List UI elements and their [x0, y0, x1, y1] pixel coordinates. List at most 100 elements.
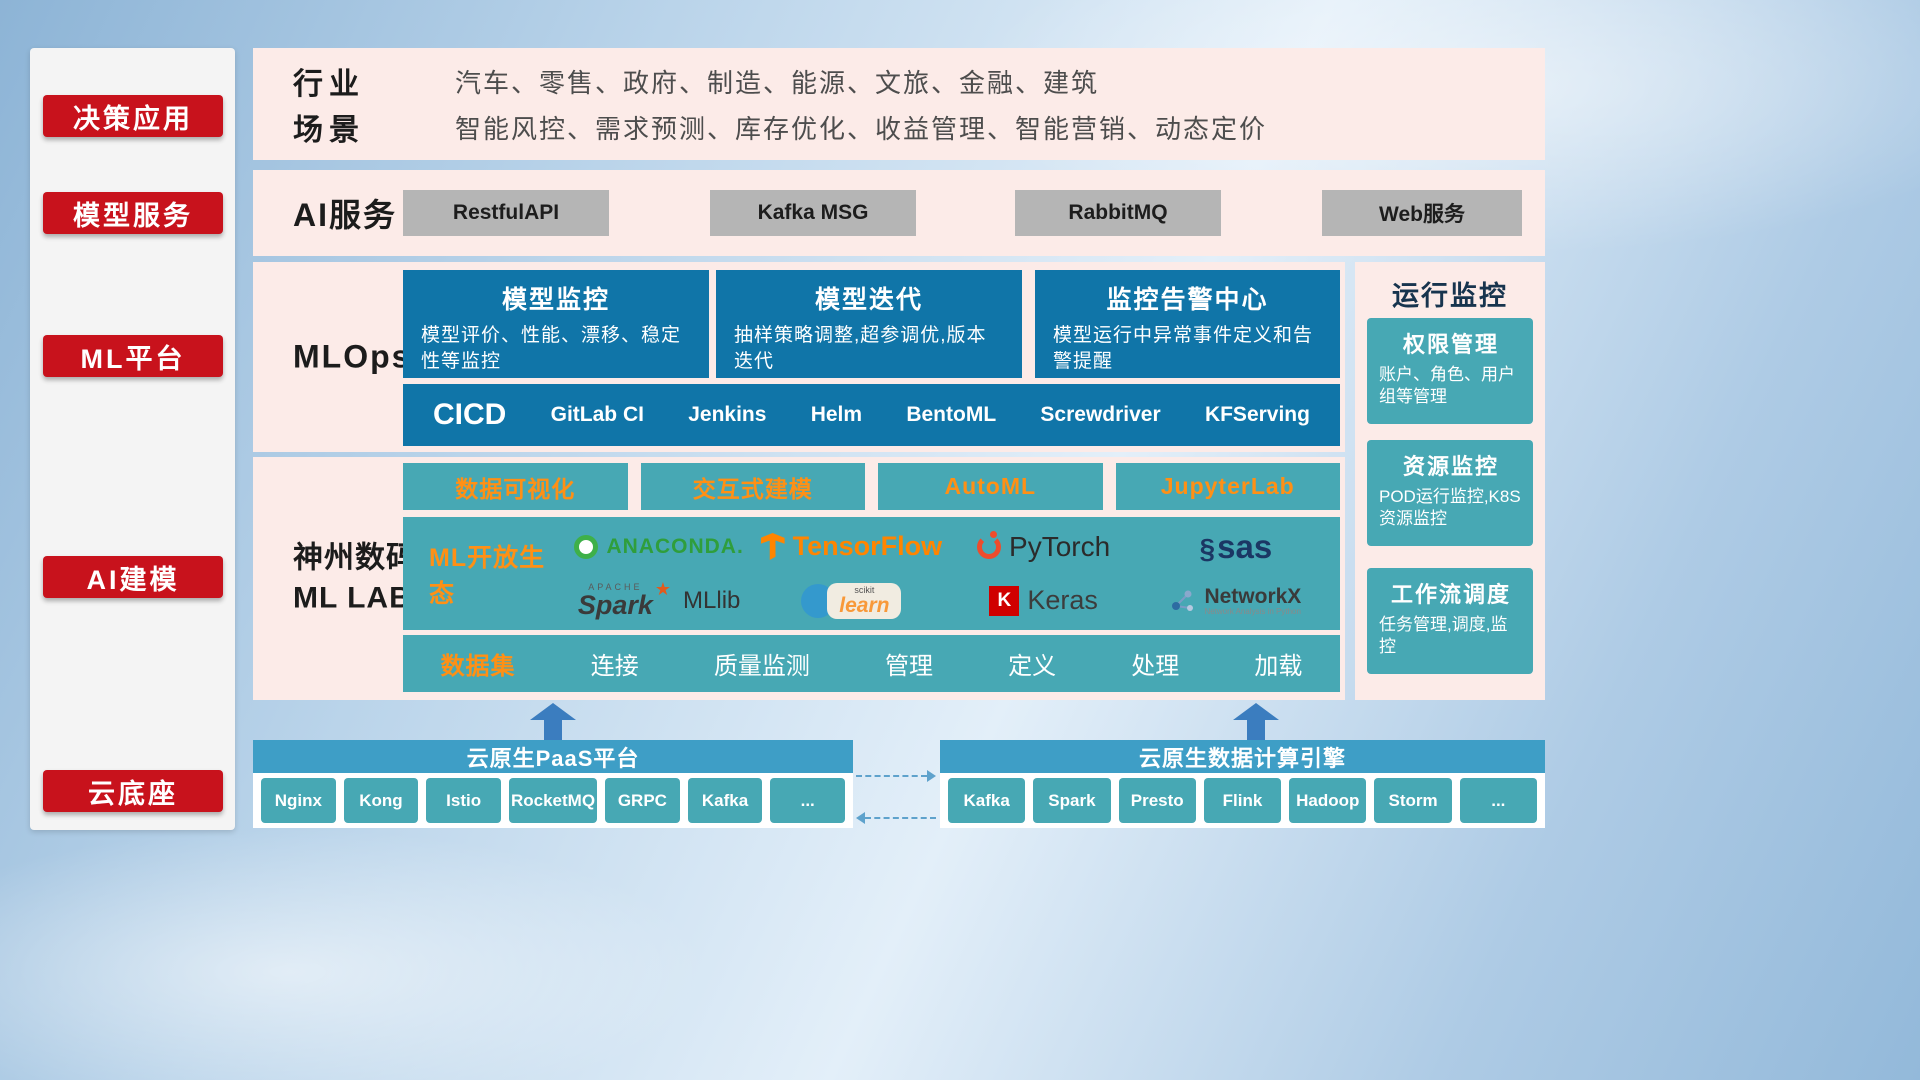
industry-scenario-panel: 行业 汽车、零售、政府、制造、能源、文旅、金融、建筑 场景 智能风控、需求预测、…: [253, 48, 1545, 160]
scikit-learn-wordmark: learn: [839, 593, 890, 617]
scikit-learn-badge: scikit learn: [827, 582, 902, 619]
rail-item-ml-platform: ML平台: [43, 335, 223, 377]
scenario-label: 场景: [293, 114, 365, 147]
spark-name: Spark: [577, 589, 653, 620]
chip-istio: Istio: [426, 778, 501, 823]
cicd-jenkins: Jenkins: [688, 403, 767, 426]
runtime-monitoring-panel: 运行监控 权限管理 账户、角色、用户组等管理 资源监控 POD运行监控,K8S资…: [1355, 262, 1545, 700]
industry-row: 行业 汽车、零售、政府、制造、能源、文旅、金融、建筑: [293, 58, 1545, 104]
dashed-arrow-right: [856, 770, 936, 782]
mlops-label: MLOps: [293, 338, 412, 375]
dataset-row: 数据集 连接 质量监测 管理 定义 处理 加载: [403, 635, 1340, 692]
dataset-process: 处理: [1131, 653, 1180, 680]
dashed-line: [856, 775, 927, 777]
mllib-wordmark: MLlib: [683, 586, 741, 614]
chip-more: ...: [1459, 778, 1537, 823]
runtime-monitoring-title: 运行监控: [1392, 281, 1508, 311]
cicd-screwdriver: Screwdriver: [1040, 403, 1161, 426]
scikit-small-label: scikit: [854, 584, 875, 595]
dataset-manage: 管理: [884, 653, 933, 680]
service-kafka-msg: Kafka MSG: [710, 190, 916, 236]
chip-flink: Flink: [1203, 778, 1282, 823]
scenario-value: 智能风控、需求预测、库存优化、收益管理、智能营销、动态定价: [455, 113, 1268, 144]
card-desc: 模型运行中异常事件定义和告警提醒: [1053, 325, 1314, 372]
chip-spark: Spark: [1033, 778, 1111, 823]
card-desc: POD运行监控,K8S资源监控: [1379, 487, 1521, 529]
card-title: 权限管理: [1402, 332, 1499, 357]
ml-lab-panel: 神州数码 ML LAB 数据可视化 交互式建模 AutoML JupyterLa…: [253, 457, 1345, 700]
chip-grpc: GRPC: [605, 778, 680, 823]
chip-kafka: Kafka: [687, 778, 763, 823]
left-rail: 决策应用 模型服务 ML平台 AI建模 云底座: [30, 48, 235, 830]
arrow-head: [530, 703, 576, 720]
up-arrow-data-engine: [1233, 703, 1279, 740]
networkx-name: NetworkX: [1204, 584, 1302, 608]
networkx-wordmark: NetworkX Network Analysis in Python: [1204, 585, 1301, 617]
tensorflow-wordmark: TensorFlow: [792, 531, 943, 561]
chip-hadoop: Hadoop: [1289, 778, 1367, 823]
rail-item-ai-modeling: AI建模: [43, 556, 223, 598]
spark-mllib-logo: APACHE Spark ★ MLlib: [563, 577, 755, 625]
scikit-learn-logo: scikit learn: [755, 577, 947, 625]
cicd-bentoml: BentoML: [906, 403, 997, 426]
pytorch-icon: [977, 530, 1002, 559]
arrow-head-right: [927, 770, 936, 782]
up-arrow-paas: [530, 703, 576, 740]
chip-more: ...: [770, 778, 846, 823]
anaconda-icon: [574, 534, 599, 559]
chip-nginx: Nginx: [261, 778, 336, 823]
keras-logo: K Keras: [948, 577, 1140, 625]
industry-label: 行业: [293, 68, 365, 101]
networkx-icon: [1172, 590, 1194, 611]
cicd-helm: Helm: [810, 403, 863, 426]
ml-open-ecosystem-title: ML开放生态: [429, 543, 546, 608]
card-permission-mgmt: 权限管理 账户、角色、用户组等管理: [1367, 318, 1533, 424]
dashed-line: [865, 817, 936, 819]
rail-item-cloud-base: 云底座: [43, 770, 223, 812]
ml-lab-label: 神州数码 ML LAB: [293, 538, 417, 619]
card-title: 模型迭代: [814, 286, 923, 314]
chip-kong: Kong: [343, 778, 419, 823]
chip-kafka: Kafka: [948, 778, 1026, 823]
ml-lab-label-line2: ML LAB: [293, 581, 412, 615]
networkx-subtitle: Network Analysis in Python: [1204, 606, 1301, 616]
service-restfulapi: RestfulAPI: [403, 190, 609, 236]
sas-logo: sas: [1140, 523, 1332, 571]
cicd-kfserving: KFServing: [1204, 403, 1310, 426]
card-title: 监控告警中心: [1106, 286, 1269, 314]
industry-value: 汽车、零售、政府、制造、能源、文旅、金融、建筑: [455, 67, 1100, 98]
paas-platform-bar: 云原生PaaS平台 Nginx Kong Istio RocketMQ GRPC…: [253, 740, 853, 828]
card-model-monitoring: 模型监控 模型评价、性能、漂移、稳定性等监控: [403, 270, 709, 378]
arrow-stem: [544, 720, 562, 740]
tool-automl: AutoML: [878, 463, 1103, 510]
tool-jupyterlab: JupyterLab: [1115, 463, 1340, 510]
ml-tools-row: 数据可视化 交互式建模 AutoML JupyterLab: [403, 463, 1340, 510]
pytorch-logo: PyTorch: [948, 523, 1140, 571]
dataset-connect: 连接: [590, 653, 639, 680]
spark-apache-label: APACHE: [588, 581, 643, 592]
keras-icon: K: [989, 585, 1020, 616]
keras-wordmark: Keras: [1027, 585, 1098, 615]
ml-open-ecosystem: ML开放生态 ANACONDA. TensorFlow PyTorch sas: [403, 517, 1340, 630]
card-workflow-scheduling: 工作流调度 任务管理,调度,监控: [1367, 568, 1533, 674]
card-resource-monitoring: 资源监控 POD运行监控,K8S资源监控: [1367, 440, 1533, 546]
card-desc: 任务管理,调度,监控: [1379, 615, 1508, 657]
card-title: 资源监控: [1402, 454, 1499, 479]
mlops-panel: MLOps 模型监控 模型评价、性能、漂移、稳定性等监控 模型迭代 抽样策略调整…: [253, 262, 1345, 452]
ml-lab-label-line1: 神州数码: [293, 541, 417, 574]
data-engine-bar: 云原生数据计算引擎 Kafka Spark Presto Flink Hadoo…: [940, 740, 1545, 828]
ai-service-panel: AI服务 RestfulAPI Kafka MSG RabbitMQ Web服务: [253, 170, 1545, 256]
chip-rocketmq: RocketMQ: [508, 778, 598, 823]
anaconda-logo: ANACONDA.: [563, 523, 755, 571]
card-alert-center: 监控告警中心 模型运行中异常事件定义和告警提醒: [1035, 270, 1340, 378]
chip-storm: Storm: [1374, 778, 1452, 823]
service-web: Web服务: [1322, 190, 1522, 236]
dataset-quality-check: 质量监测: [713, 653, 810, 680]
data-engine-chips: Kafka Spark Presto Flink Hadoop Storm ..…: [940, 773, 1545, 828]
rail-item-decision-apps: 决策应用: [43, 95, 223, 137]
dataset-define: 定义: [1008, 653, 1057, 680]
spark-star-icon: ★: [654, 578, 672, 599]
pytorch-wordmark: PyTorch: [1009, 530, 1111, 562]
cicd-bar: CICD GitLab CI Jenkins Helm BentoML Scre…: [403, 384, 1340, 446]
